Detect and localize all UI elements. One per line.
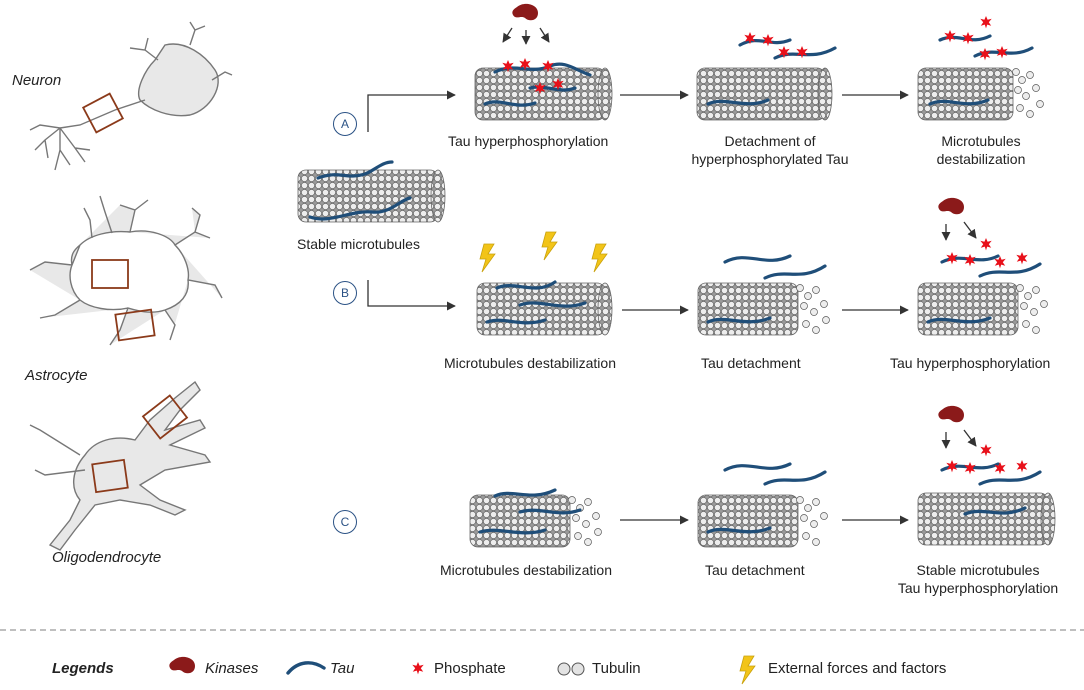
legend-title: Legends [52,660,114,677]
branch-b-arrow [367,280,456,311]
row-b-mt3 [917,197,1048,336]
kinase-icon [169,656,195,674]
oligodendrocyte-inset-box-2 [91,458,129,494]
row-a-step3-line2: destabilization [936,151,1026,167]
astrocyte-inset-box-2 [114,308,156,342]
tubulin-icon [557,662,585,676]
row-a-step3-label: Microtubules destabilization [926,132,1036,168]
pathway-a-badge: A [333,112,357,136]
pathway-b-badge: B [333,281,357,305]
row-c-step1-label: Microtubules destabilization [440,562,612,578]
row-b-mt1 [476,280,613,336]
start-label: Stable microtubules [297,236,420,252]
neuron-drawing [29,21,233,171]
phosphate-icon [412,662,424,675]
force-bolt-3 [591,243,608,273]
neuron-inset-box [81,92,125,134]
legend-forces: External forces and factors [768,660,947,677]
row-b-step3-label: Tau hyperphosphorylation [890,355,1051,371]
row-b-step2-label: Tau detachment [701,355,801,371]
legend-tau: Tau [330,660,355,677]
row-b-mt2 [697,254,830,336]
legend-phosphate: Phosphate [434,660,506,677]
force-bolt-1 [479,243,496,273]
legend-kinases: Kinases [205,660,259,677]
row-c-step2-label: Tau detachment [705,562,805,578]
row-c-mt1 [469,488,602,548]
row-c-step3-label: Stable microtubules Tau hyperphosphoryla… [886,561,1070,597]
astrocyte-label: Astrocyte [25,367,88,384]
neuron-label: Neuron [12,72,62,89]
row-a-step2-line2: hyperphosphorylated Tau [691,151,849,167]
row-a-step2-label: Detachment of hyperphosphorylated Tau [690,132,850,168]
branch-a-arrow [367,90,456,132]
bolt-icon [739,655,756,685]
row-a-mt3 [917,16,1044,121]
row-c-step3-line1: Stable microtubules [916,562,1040,578]
row-a-mt2 [696,32,837,121]
row-a-step3-line1: Microtubules [941,133,1021,149]
row-a-step2-line1: Detachment of [724,133,816,149]
force-bolt-2 [541,231,558,261]
row-c-mt2 [697,462,828,548]
row-a-step1-label: Tau hyperphosphorylation [448,133,609,149]
stable-microtubule-start [297,169,446,223]
oligodendrocyte-label: Oligodendrocyte [52,549,162,566]
oligodendrocyte-drawing [29,380,212,551]
oligodendrocyte-inset-box-1 [141,394,189,440]
row-c-step3-line2: Tau hyperphosphorylation [897,580,1059,596]
tau-icon [286,661,326,675]
astrocyte-inset-box-1 [91,259,129,289]
legend-tubulin: Tubulin [592,660,641,677]
pathway-c-badge: C [333,510,357,534]
row-c-mt3 [917,405,1056,546]
row-a-mt1 [474,3,613,121]
row-b-step1-label: Microtubules destabilization [444,355,616,371]
astrocyte-drawing [29,195,223,346]
tau-start [308,160,412,221]
